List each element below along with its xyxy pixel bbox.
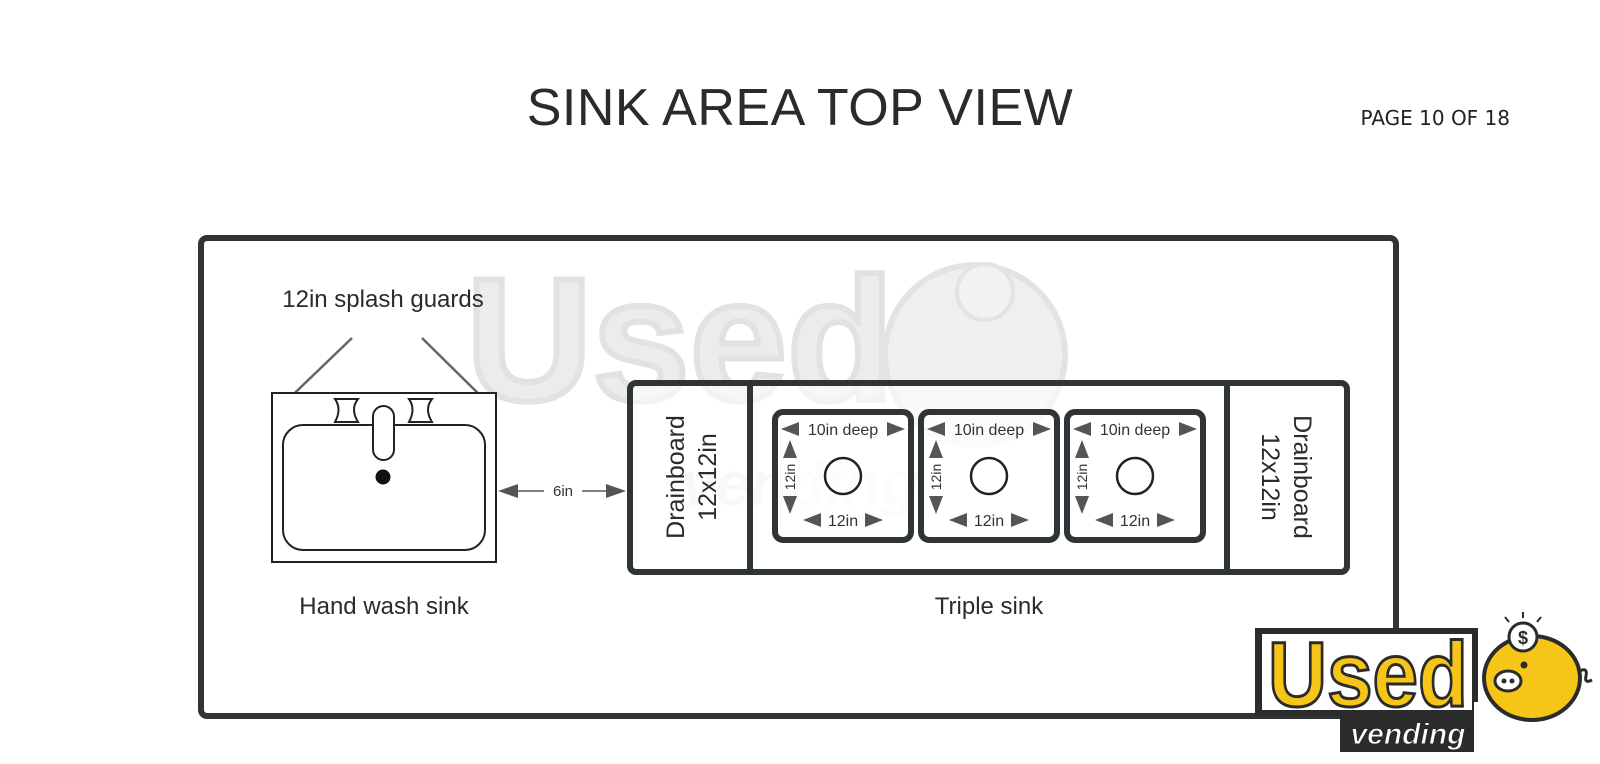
compartment-2-drain-icon bbox=[969, 456, 1009, 496]
compartment-1-depth-arrow-left-icon bbox=[781, 422, 799, 436]
logo-coin-icon bbox=[1507, 621, 1539, 653]
left-drainboard: Drainboard 12x12in bbox=[662, 415, 722, 539]
compartment-3-height-arrow-up-icon bbox=[1075, 440, 1089, 458]
left-drainboard-size: 12x12in bbox=[694, 433, 722, 521]
logo-dollar-symbol: $ bbox=[1518, 628, 1528, 648]
compartment-2-depth-arrow-left-icon bbox=[927, 422, 945, 436]
compartment-1-depth-label: 10in deep bbox=[808, 422, 878, 439]
compartment-1-depth-arrow-right-icon bbox=[887, 422, 905, 436]
compartment-3-depth-arrow-right-icon bbox=[1179, 422, 1197, 436]
compartment-3-width-arrow-left-icon bbox=[1095, 513, 1113, 527]
compartment-3-width-arrow-right-icon bbox=[1157, 513, 1175, 527]
cold-water-handle-icon bbox=[407, 398, 435, 423]
compartment-2: 10in deep 12in 12in bbox=[918, 409, 1060, 543]
page-number: PAGE 10 OF 18 bbox=[1360, 106, 1510, 130]
compartment-1-width-label: 12in bbox=[828, 513, 858, 530]
compartment-1-basin bbox=[772, 409, 914, 543]
compartment-1-height-arrow-up-icon bbox=[783, 440, 797, 458]
drain-icon bbox=[375, 469, 391, 485]
outer-frame bbox=[198, 235, 1399, 719]
compartment-2-width-arrow-left-icon bbox=[949, 513, 967, 527]
compartment-2-height-arrow-up-icon bbox=[929, 440, 943, 458]
faucet-icon bbox=[372, 405, 395, 461]
compartment-2-basin bbox=[918, 409, 1060, 543]
watermark-coin-icon bbox=[955, 262, 1015, 322]
hand-wash-label: Hand wash sink bbox=[299, 593, 469, 620]
right-drainboard-title: Drainboard bbox=[1288, 415, 1316, 539]
page-title: SINK AREA TOP VIEW bbox=[526, 79, 1074, 137]
compartment-3-drain-icon bbox=[1115, 456, 1155, 496]
hand-wash-sink bbox=[271, 392, 497, 563]
hot-water-handle-icon bbox=[333, 398, 361, 423]
logo-word: Used bbox=[1268, 624, 1468, 726]
right-drainboard-size: 12x12in bbox=[1256, 433, 1284, 521]
used-vending-logo: Used vending $ bbox=[1255, 612, 1593, 752]
compartment-3-depth-arrow-left-icon bbox=[1073, 422, 1091, 436]
compartment-3-height-arrow-down-icon bbox=[1075, 496, 1089, 514]
splash-guards-label: 12in splash guards bbox=[282, 286, 483, 313]
gap-label: 6in bbox=[553, 483, 573, 500]
gap-dimension: 6in bbox=[498, 483, 626, 500]
compartment-1-width-arrow-left-icon bbox=[803, 513, 821, 527]
compartment-1-height-arrow-down-icon bbox=[783, 496, 797, 514]
compartment-2-depth-label: 10in deep bbox=[954, 422, 1024, 439]
compartment-2-width-label: 12in bbox=[974, 513, 1004, 530]
compartment-3-depth-label: 10in deep bbox=[1100, 422, 1170, 439]
compartment-1: 10in deep 12in 12in bbox=[772, 409, 914, 543]
compartment-3-height-label: 12in bbox=[1074, 464, 1090, 490]
gap-arrow-left-icon bbox=[498, 484, 518, 498]
compartment-2-height-label: 12in bbox=[928, 464, 944, 490]
compartment-3-basin bbox=[1064, 409, 1206, 543]
right-drainboard: Drainboard 12x12in bbox=[1256, 415, 1316, 539]
compartment-3: 10in deep 12in 12in bbox=[1064, 409, 1206, 543]
logo-plate bbox=[1262, 634, 1472, 710]
triple-sink-label: Triple sink bbox=[935, 593, 1044, 620]
left-drainboard-title: Drainboard bbox=[662, 415, 690, 539]
gap-arrow-right-icon bbox=[606, 484, 626, 498]
triple-sink: Drainboard 12x12in Drainboard 12x12in 10… bbox=[627, 380, 1350, 575]
logo-pig-tail-icon bbox=[1577, 668, 1593, 683]
compartment-1-height-label: 12in bbox=[782, 464, 798, 490]
logo-pig-snout-icon bbox=[1493, 669, 1523, 693]
compartment-1-width-arrow-right-icon bbox=[865, 513, 883, 527]
logo-pig-eye-icon bbox=[1520, 661, 1528, 669]
compartment-1-drain-icon bbox=[823, 456, 863, 496]
compartment-2-width-arrow-right-icon bbox=[1011, 513, 1029, 527]
compartment-2-depth-arrow-right-icon bbox=[1033, 422, 1051, 436]
compartment-3-width-label: 12in bbox=[1120, 513, 1150, 530]
compartment-2-height-arrow-down-icon bbox=[929, 496, 943, 514]
logo-subword: vending bbox=[1350, 718, 1465, 751]
